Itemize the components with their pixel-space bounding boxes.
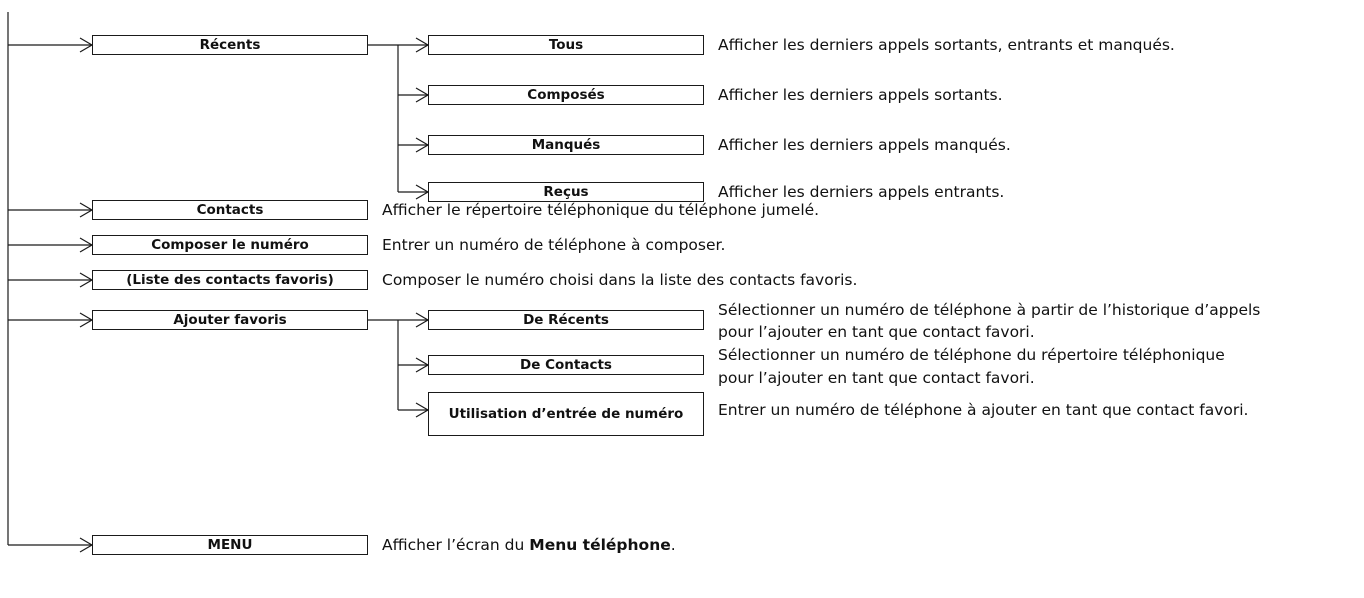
description-composes: Afficher les derniers appels sortants. [718,86,1003,104]
description-composer: Entrer un numéro de téléphone à composer… [382,236,726,254]
description-recus: Afficher les derniers appels entrants. [718,183,1005,201]
box-recus: Reçus [428,182,704,202]
description-suffix: . [670,536,676,554]
box-favoris-list: (Liste des contacts favoris) [92,270,368,290]
description-contacts: Afficher le répertoire téléphonique du t… [382,201,820,219]
box-composes: Composés [428,85,704,105]
box-ajouter-favoris: Ajouter favoris [92,310,368,330]
description-de-contacts-line-2: pour l’ajouter en tant que contact favor… [718,369,1035,387]
box-recents: Récents [92,35,368,55]
description-de-recents-line-2: pour l’ajouter en tant que contact favor… [718,323,1035,341]
box-composer: Composer le numéro [92,235,368,255]
description-prefix: Afficher l’écran du [382,536,530,554]
description-utilisation: Entrer un numéro de téléphone à ajouter … [718,401,1249,419]
description-favoris-list: Composer le numéro choisi dans la liste … [382,271,858,289]
box-contacts: Contacts [92,200,368,220]
box-menu: MENU [92,535,368,555]
box-de-contacts: De Contacts [428,355,704,375]
box-manques: Manqués [428,135,704,155]
description-de-contacts-line-1: Sélectionner un numéro de téléphone du r… [718,346,1225,364]
box-tous: Tous [428,35,704,55]
box-de-recents: De Récents [428,310,704,330]
description-manques: Afficher les derniers appels manqués. [718,136,1011,154]
description-tous: Afficher les derniers appels sortants, e… [718,36,1175,54]
description-bold-term: Menu téléphone [529,536,671,554]
description-de-recents-line-1: Sélectionner un numéro de téléphone à pa… [718,301,1261,319]
box-utilisation: Utilisation d’entrée de numéro [428,392,704,436]
description-menu: Afficher l’écran du Menu téléphone. [382,534,676,556]
